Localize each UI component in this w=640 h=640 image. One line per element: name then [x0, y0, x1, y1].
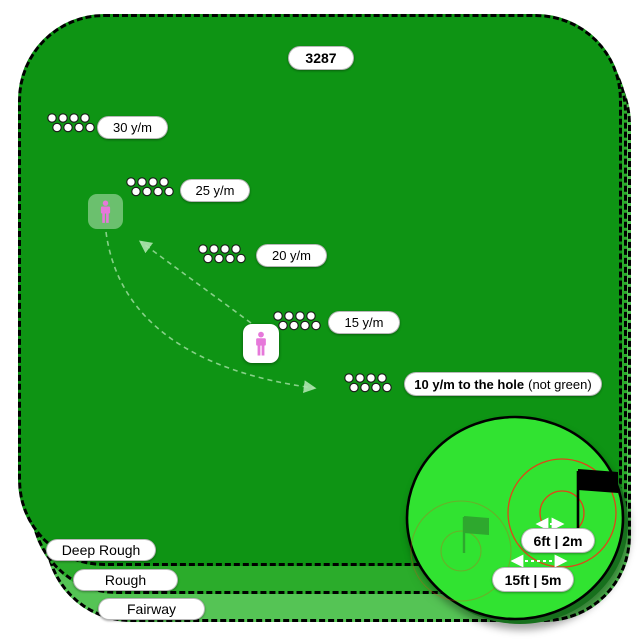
ball-pile-icon — [273, 311, 321, 331]
distance-label-10-main: 10 y/m to the hole — [414, 376, 525, 392]
player-marker-near — [243, 324, 279, 363]
person-icon — [256, 331, 266, 356]
distance-label-30: 30 y/m — [97, 116, 168, 139]
green-radius-label: 15ft | 5m — [492, 567, 574, 592]
hole-number-badge: 3287 — [288, 46, 354, 70]
distance-label-10-note: (not green) — [528, 376, 592, 392]
green-detail-inset — [405, 415, 628, 624]
distance-label-10: 10 y/m to the hole (not green) — [404, 372, 602, 396]
ball-pile-icon — [344, 373, 392, 393]
person-icon — [100, 199, 111, 223]
ball-pile-icon — [47, 113, 95, 133]
player-marker-far — [88, 194, 123, 229]
zone-label-fairway: Fairway — [98, 598, 205, 620]
zone-label-deep-rough: Deep Rough — [46, 539, 156, 561]
distance-label-20: 20 y/m — [256, 244, 327, 267]
distance-label-15: 15 y/m — [328, 311, 400, 334]
pin-radius-label: 6ft | 2m — [521, 528, 595, 553]
faded-green-radius-ring — [410, 500, 512, 602]
flag-icon — [576, 469, 618, 531]
faded-flag-icon — [462, 516, 489, 553]
ball-pile-icon — [126, 177, 174, 197]
ball-pile-icon — [198, 244, 246, 264]
zone-label-rough: Rough — [73, 569, 178, 591]
previous-pin-group — [410, 500, 512, 602]
distance-label-25: 25 y/m — [180, 179, 250, 202]
faded-pin-radius-ring — [440, 530, 482, 572]
